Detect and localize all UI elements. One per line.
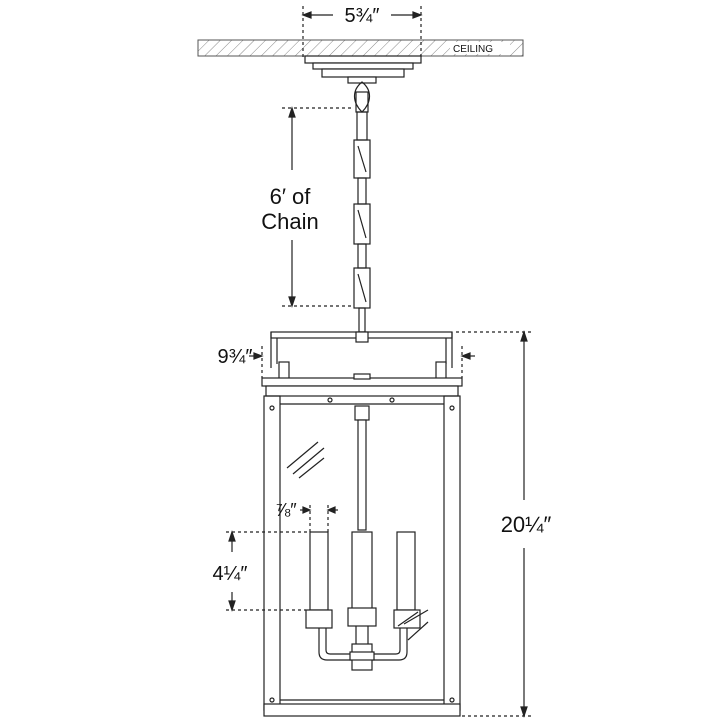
chain [353, 81, 371, 333]
chain-length-label-line2: Chain [261, 209, 318, 234]
canopy [304, 55, 422, 84]
ceiling-label: CEILING [453, 44, 493, 55]
canopy-width-label: 5¾″ [345, 5, 380, 27]
lantern-top [261, 331, 463, 403]
candle-width-dimension [300, 505, 338, 532]
overall-height-label: 20¼″ [501, 512, 552, 537]
arms-cluster [318, 626, 408, 671]
canopy-width-dimension [301, 6, 423, 60]
candle-width-label: ⅞″ [275, 500, 297, 520]
overall-height-dimension [456, 330, 532, 718]
candle-height-label: 4¼″ [213, 563, 248, 585]
chain-length-label-line1: 6′ of [270, 184, 312, 209]
lantern-body [263, 395, 461, 717]
candle-height-dimension [226, 530, 310, 612]
chain-length-dimension [282, 106, 352, 308]
center-stem [354, 405, 370, 531]
lantern-width-label: 9¾″ [218, 346, 253, 368]
candle-sleeves [305, 531, 429, 641]
lantern-width-dimension [249, 346, 475, 378]
ceiling: CEILING [197, 39, 524, 57]
